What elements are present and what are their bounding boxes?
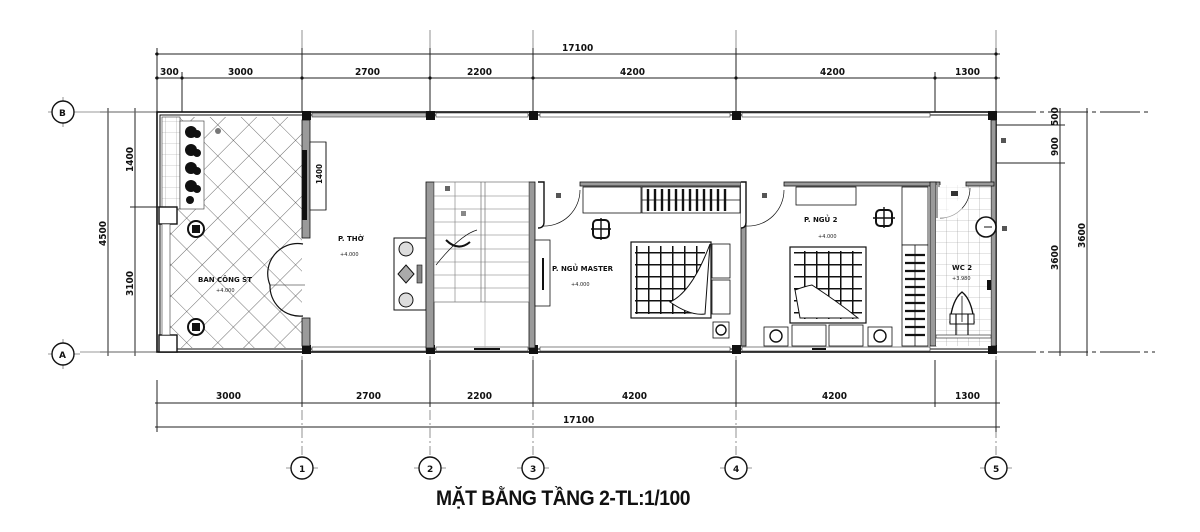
axis-label-1: 1 — [299, 465, 305, 475]
room-label-worship: P. THỜ — [338, 234, 364, 243]
dim-top-2: 3000 — [228, 67, 253, 78]
room-level-wc: +3.980 — [952, 276, 971, 282]
altar-table-icon — [393, 237, 427, 311]
dim-left-2: 3100 — [125, 271, 136, 296]
dim-left-1: 1400 — [125, 147, 136, 172]
dim-top-3: 2700 — [355, 67, 380, 78]
washbasin-icon — [975, 216, 997, 238]
dim-bottom-6: 1300 — [955, 391, 980, 402]
room-worship: 1400 P. THỜ +4.000 — [309, 141, 427, 311]
room-bedroom-2: P. NGỦ 2 +4.000 — [740, 181, 941, 350]
room-wc: WC 2 +3.980 — [929, 138, 1007, 347]
axis-bubble-2: 2 — [414, 456, 446, 480]
room-level-balcony: +4.000 — [216, 288, 235, 294]
dim-right-3: 3600 — [1050, 245, 1061, 270]
dim-top-1: 300 — [160, 67, 179, 78]
room-level-master-bedroom: +4.000 — [571, 282, 590, 288]
room-label-bedroom-2: P. NGỦ 2 — [804, 214, 838, 224]
room-balcony: BAN CÔNG ST +4.000 — [158, 116, 311, 353]
dim-bottom-1: 3000 — [216, 391, 241, 402]
axis-bubble-B: B — [48, 97, 80, 127]
axis-label-4: 4 — [733, 465, 739, 475]
axis-label-A: A — [59, 351, 66, 361]
wardrobe-icon — [901, 186, 929, 347]
axis-bubble-1: 1 — [286, 456, 318, 480]
plant-pots-icon — [185, 126, 201, 204]
room-master-bedroom: P. NGỦ MASTER +4.000 — [534, 181, 747, 347]
wardrobe-icon — [582, 186, 741, 214]
dim-bottom-3: 2200 — [467, 391, 492, 402]
dim-bottom-2: 2700 — [356, 391, 381, 402]
axis-bubble-5: 5 — [980, 456, 1012, 480]
chair-icon — [873, 207, 895, 228]
dim-top-6: 4200 — [820, 67, 845, 78]
right-dimension-chain — [996, 108, 1155, 356]
double-bed-icon — [630, 241, 731, 339]
dim-right-overall: 3600 — [1077, 223, 1088, 248]
room-level-bedroom-2: +4.000 — [818, 234, 837, 240]
staircase — [425, 181, 536, 350]
dim-bottom-5: 4200 — [822, 391, 847, 402]
axis-label-5: 5 — [993, 465, 999, 475]
dim-right-1: 500 — [1050, 107, 1061, 126]
axis-bubble-A: A — [48, 339, 80, 369]
double-bed-icon — [763, 246, 893, 347]
dim-top-4: 2200 — [467, 67, 492, 78]
axis-label-2: 2 — [427, 465, 433, 475]
dim-top-5: 4200 — [620, 67, 645, 78]
bottom-dimension-chain — [155, 360, 1000, 432]
room-label-master-bedroom: P. NGỦ MASTER — [552, 263, 614, 273]
dim-window: 1400 — [315, 164, 324, 184]
left-dimension-chain — [100, 108, 160, 356]
drawing-title: MẶT BẰNG TẦNG 2-TL:1/100 — [436, 487, 691, 510]
dim-bottom-4: 4200 — [622, 391, 647, 402]
axis-label-B: B — [59, 109, 66, 119]
dim-bottom-overall: 17100 — [563, 415, 594, 426]
axis-bubble-4: 4 — [720, 456, 752, 480]
axis-bubble-3: 3 — [517, 456, 549, 480]
axis-label-3: 3 — [530, 465, 536, 475]
chair-icon — [591, 218, 611, 240]
dim-left-overall: 4500 — [98, 221, 109, 246]
toilet-icon — [949, 291, 975, 336]
top-dimension-ticks — [155, 52, 998, 80]
dim-right-2: 900 — [1050, 137, 1061, 156]
planter-icon — [187, 220, 205, 336]
dim-top-overall: 17100 — [562, 43, 593, 54]
room-label-balcony: BAN CÔNG ST — [198, 275, 252, 284]
top-dimension-chain — [155, 48, 1000, 112]
room-level-worship: +4.000 — [340, 252, 359, 258]
room-label-wc: WC 2 — [952, 264, 972, 272]
dim-top-7: 1300 — [955, 67, 980, 78]
